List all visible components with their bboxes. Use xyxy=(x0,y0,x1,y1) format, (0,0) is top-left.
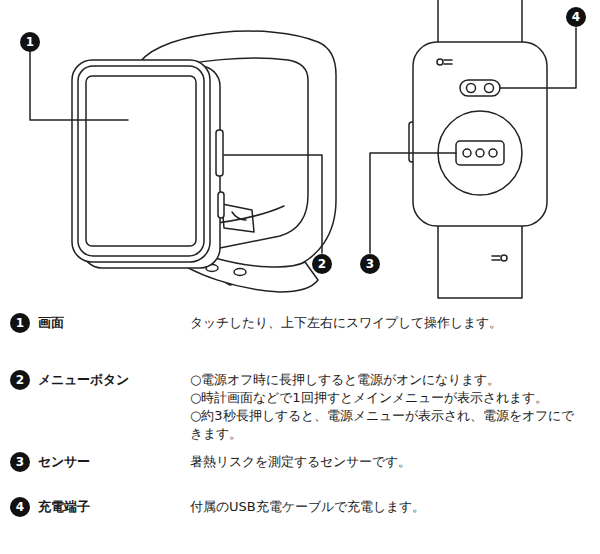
callout-number: 2 xyxy=(312,254,332,274)
case-back xyxy=(413,42,547,226)
sensor-led xyxy=(463,149,471,157)
charging-pin xyxy=(467,84,476,93)
case xyxy=(72,60,210,262)
callout-number: 4 xyxy=(566,7,586,27)
sensor-led xyxy=(489,149,497,157)
menu-button xyxy=(216,130,223,176)
strap-pin xyxy=(501,255,507,261)
part-name: 充電端子 xyxy=(38,498,90,516)
strap xyxy=(438,220,522,298)
side-button xyxy=(218,192,224,218)
leader-line xyxy=(370,153,456,253)
part-description: 暑熱リスクを測定するセンサーです。 xyxy=(190,453,411,471)
callout-number: 2 xyxy=(10,370,30,390)
callout-number: 1 xyxy=(10,313,30,333)
strap-hole xyxy=(234,269,246,276)
part-description: ○時計画面などで1回押すとメインメニューが表示されます。 xyxy=(190,389,548,407)
part-name: 画面 xyxy=(38,314,64,332)
case-bezel xyxy=(78,66,204,256)
sensor xyxy=(456,141,504,165)
callout-number: 1 xyxy=(20,32,40,52)
part-name: センサー xyxy=(38,453,90,471)
charging-pin xyxy=(485,84,494,93)
strap-pin xyxy=(437,59,443,65)
strap-pin xyxy=(444,60,452,64)
callout-number: 3 xyxy=(10,452,30,472)
callout-number: 3 xyxy=(360,254,380,274)
part-description: 付属のUSB充電ケーブルで充電します。 xyxy=(190,498,425,516)
screen xyxy=(86,76,196,246)
part-description: タッチしたり、上下左右にスワイプして操作します。 xyxy=(190,314,502,332)
part-description: ○電源オフ時に長押しすると電源がオンになります。 xyxy=(190,371,500,389)
part-name: メニューボタン xyxy=(38,371,129,389)
sensor-led xyxy=(476,149,484,157)
callout-number: 4 xyxy=(10,497,30,517)
leader-line xyxy=(500,28,576,88)
leader-line xyxy=(224,155,322,253)
leader-line xyxy=(30,52,128,120)
charging-terminal xyxy=(460,80,500,96)
strap-pin xyxy=(492,256,500,260)
part-description: ○約3秒長押しすると、電源メニューが表示され、電源をオフにできます。 xyxy=(190,407,585,443)
